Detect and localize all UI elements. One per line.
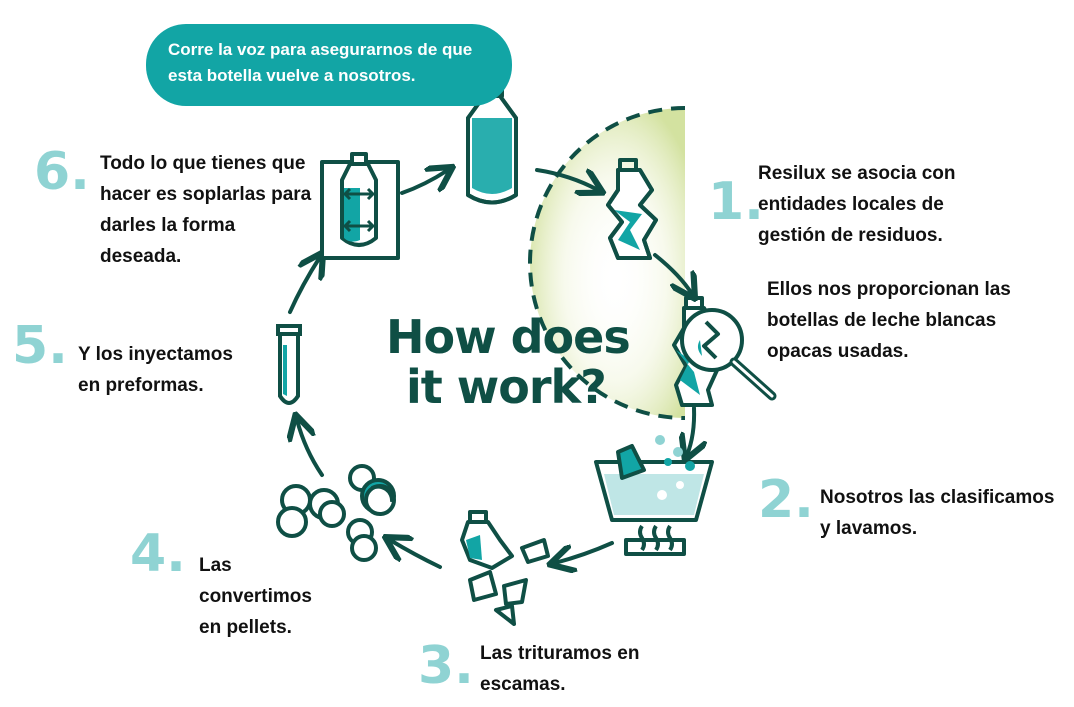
washing-basin-icon [594, 435, 714, 556]
step-3-text: Las trituramos en escamas. [480, 643, 640, 695]
preform-icon [276, 324, 302, 405]
center-title-line1: How does [386, 310, 631, 364]
crushed-bottle-icon [606, 158, 658, 260]
callout-text: Corre la voz para asegurarnos de que est… [168, 40, 473, 85]
arrow-4-to-5 [297, 420, 324, 477]
step-1-number: 1. [708, 172, 764, 232]
step-2-number: 2. [758, 470, 814, 530]
step-1b-text: Ellos nos proporcionan las botellas de l… [767, 279, 1011, 362]
step-5-text: Y los inyectamos en preformas. [78, 344, 233, 396]
arrow-2-to-3 [555, 541, 614, 563]
arrow-6-to-bottle [400, 170, 448, 195]
center-title-line2: it work? [406, 360, 607, 414]
step-1-text: Resilux se asocia con entidades locales … [758, 163, 956, 246]
arrow-5-to-6 [288, 257, 320, 314]
arrow-1-to-magnifier [653, 253, 692, 294]
step-6-number: 6. [34, 142, 90, 202]
callout-bubble: Corre la voz para asegurarnos de que est… [146, 24, 512, 106]
magnifier-icon [672, 296, 777, 407]
step-5-number: 5. [12, 316, 68, 376]
step-4-text: Las convertimos en pellets. [199, 555, 312, 638]
step-3-number: 3. [418, 636, 474, 696]
flakes-icon [460, 510, 550, 626]
step-2-text: Nosotros las clasificamos y lavamos. [820, 487, 1055, 539]
center-title: How does it work? [386, 310, 631, 414]
step-6-text: Todo lo que tienes que hacer es soplarla… [100, 153, 312, 267]
arrow-3-to-4 [390, 540, 442, 569]
arrow-magnifier-to-2 [687, 406, 694, 455]
blow-mold-icon [320, 152, 400, 260]
pellets-icon [276, 464, 396, 562]
arrow-bottle-to-1 [535, 168, 598, 190]
step-4-number: 4. [130, 524, 186, 584]
